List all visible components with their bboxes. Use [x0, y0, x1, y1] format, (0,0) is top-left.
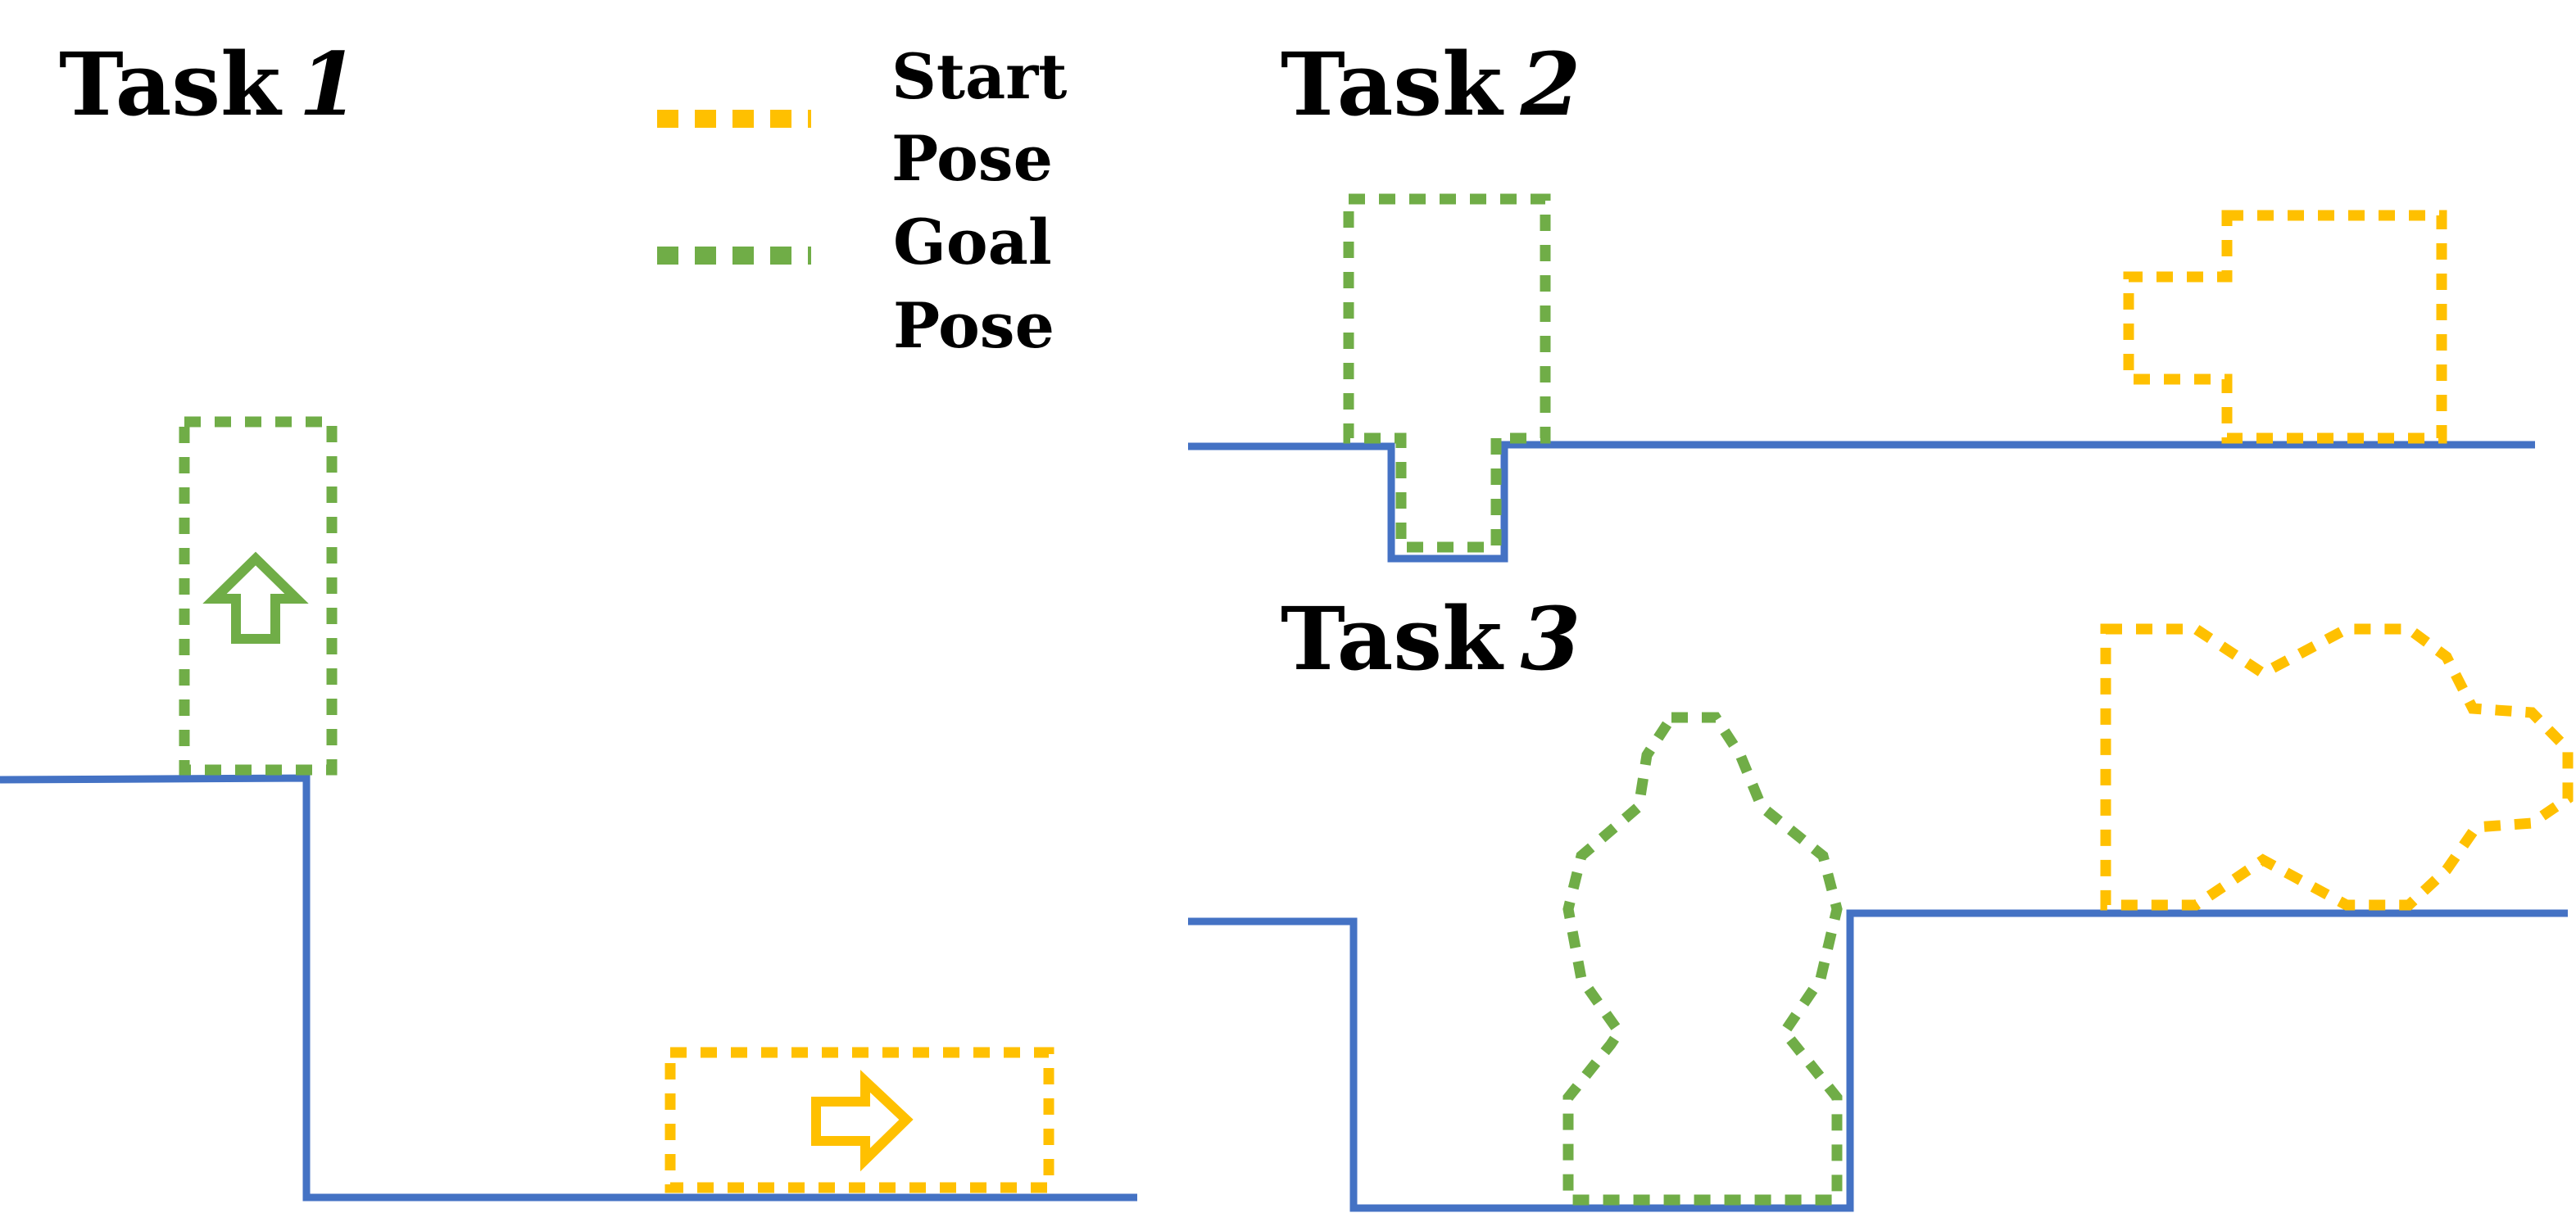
task-1-word: Task [59, 33, 283, 135]
task-2-number: 2 [1520, 33, 1581, 135]
legend-start-line1: Start [891, 40, 1067, 113]
right-arrow-icon [811, 1070, 914, 1172]
task-3-start-pose [2100, 623, 2574, 911]
legend-start-line2: Pose [891, 122, 1053, 195]
task-2-ground-line [1188, 441, 2535, 563]
task-3-goal-pose [1562, 712, 1843, 1206]
task-2-start-pose [2123, 210, 2447, 444]
legend-goal-line2: Pose [893, 289, 1054, 362]
task-3-word: Task [1281, 587, 1504, 690]
task-1-ground-line [0, 774, 1137, 1202]
task-3-number: 3 [1521, 587, 1581, 690]
task-1-number: 1 [299, 33, 360, 135]
up-arrow-icon [202, 551, 309, 644]
task-1-start-pose [664, 1047, 1054, 1193]
task-2-goal-pose [1343, 193, 1551, 553]
legend-goal-line1: Goal [893, 206, 1052, 278]
task-2-word: Task [1281, 33, 1504, 135]
task-3-ground-line [1188, 909, 2568, 1212]
task-1-goal-pose [179, 416, 338, 776]
